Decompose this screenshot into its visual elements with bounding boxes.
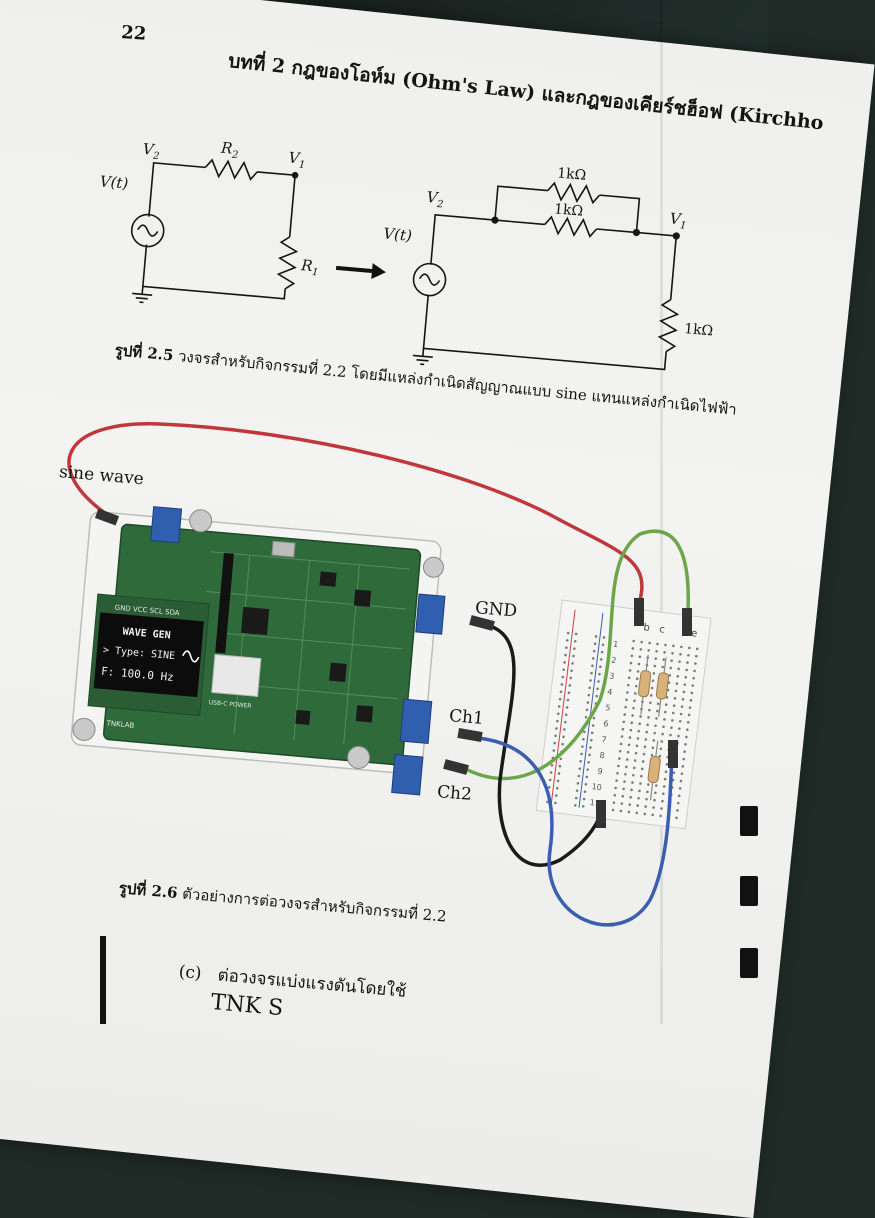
- right-label-v1: V1: [669, 209, 688, 231]
- right-wire-bottom: [424, 295, 670, 370]
- right-r-upper: [547, 183, 600, 203]
- right-ground-stem: [423, 348, 424, 356]
- margin-bar: [100, 936, 106, 1024]
- right-ground-1: [413, 355, 433, 357]
- left-wire-top: [149, 163, 206, 221]
- row-label: 6: [603, 719, 609, 729]
- left-source-sine: [137, 225, 158, 237]
- row-label: 9: [597, 767, 603, 777]
- binder-tab: [740, 876, 758, 906]
- left-r2-resistor: [205, 159, 258, 179]
- terminal-gnd: [416, 594, 445, 634]
- chip-5: [295, 710, 310, 725]
- row-label: 10: [591, 782, 602, 792]
- chip-2: [354, 590, 371, 607]
- right-label-r-right: 1kΩ: [684, 321, 714, 339]
- right-label-r-upper: 1kΩ: [557, 165, 587, 183]
- item-c-marker: (c): [178, 962, 202, 984]
- row-label: 3: [609, 671, 615, 681]
- right-node-a: [492, 217, 498, 223]
- row-label: 2: [611, 656, 617, 666]
- right-r-right: [658, 299, 678, 352]
- right-circuit-labels: V2 V1 V(t) 1kΩ 1kΩ 1kΩ: [377, 151, 727, 340]
- transform-arrow: [335, 260, 386, 280]
- left-circuit-labels: V2 R2 V1 R1 V(t): [93, 128, 329, 278]
- left-node-v1: [292, 173, 297, 178]
- chip-3: [329, 663, 347, 682]
- power-module: [212, 655, 261, 697]
- binder-tab: [740, 948, 758, 978]
- right-wire-left-top: [431, 215, 495, 270]
- plug-ch1: [457, 728, 482, 742]
- row-label: 4: [607, 687, 613, 697]
- plug-black-bb: [596, 800, 606, 828]
- right-upper-branch: [495, 186, 548, 224]
- figures-svg: V2 R2 V1 R1 V(t) V2 V1 V(t) 1kΩ 1kΩ: [0, 0, 768, 1024]
- terminal-ch2: [392, 755, 423, 795]
- row-label: 1: [613, 640, 619, 650]
- right-r-middle: [544, 216, 597, 236]
- left-wire-bottom: [143, 245, 288, 299]
- terminal-sine: [151, 507, 182, 543]
- usb-port: [272, 541, 295, 557]
- left-label-r2: R2: [219, 139, 239, 162]
- left-wire-top-right: [252, 172, 295, 237]
- hardware-photo: GND VCC SCL SDA WAVE GEN > Type: SINE F:…: [69, 500, 451, 795]
- right-label-vt: V(t): [383, 224, 413, 244]
- right-source-sine: [419, 274, 440, 286]
- label-ch1: Ch1: [448, 706, 484, 729]
- row-label: 5: [605, 703, 611, 713]
- label-gnd: GND: [474, 598, 518, 622]
- chip-1: [319, 571, 336, 586]
- right-wire-middle-r: [591, 229, 676, 300]
- arrow-head: [371, 263, 386, 280]
- left-label-vt: V(t): [99, 172, 129, 192]
- chip-mcu: [241, 607, 269, 635]
- left-ground-2: [136, 298, 148, 299]
- right-node-b: [633, 229, 639, 235]
- left-ground-stem: [142, 286, 143, 294]
- plug-red-bb: [634, 598, 644, 626]
- right-upper-branch-r: [597, 195, 640, 232]
- binder-tab: [740, 806, 758, 836]
- right-node-v1: [673, 233, 679, 239]
- left-ground-1: [132, 293, 152, 295]
- row-label: 8: [599, 751, 605, 761]
- figure-2-5-label: รูปที่ 2.5: [114, 341, 174, 365]
- plug-blue-bb: [668, 740, 678, 768]
- terminal-ch1: [400, 699, 432, 743]
- left-r1-resistor: [277, 236, 297, 289]
- left-circuit: [125, 153, 303, 315]
- chip-4: [356, 705, 373, 722]
- right-wire-middle-l: [495, 220, 545, 224]
- left-label-v2: V2: [142, 140, 161, 162]
- left-label-v1: V1: [288, 149, 307, 171]
- row-label: 7: [601, 735, 607, 745]
- label-ch2: Ch2: [436, 782, 472, 805]
- plug-ch2: [443, 759, 469, 775]
- right-ground-2: [416, 360, 428, 361]
- left-label-r1: R1: [299, 256, 319, 279]
- right-circuit: [406, 172, 688, 386]
- figure-2-6-label: รูปที่ 2.6: [118, 879, 178, 902]
- plug-green-bb: [682, 608, 692, 636]
- right-label-r-middle: 1kΩ: [553, 201, 583, 219]
- arrow-shaft: [336, 268, 372, 271]
- right-label-v2: V2: [426, 188, 445, 210]
